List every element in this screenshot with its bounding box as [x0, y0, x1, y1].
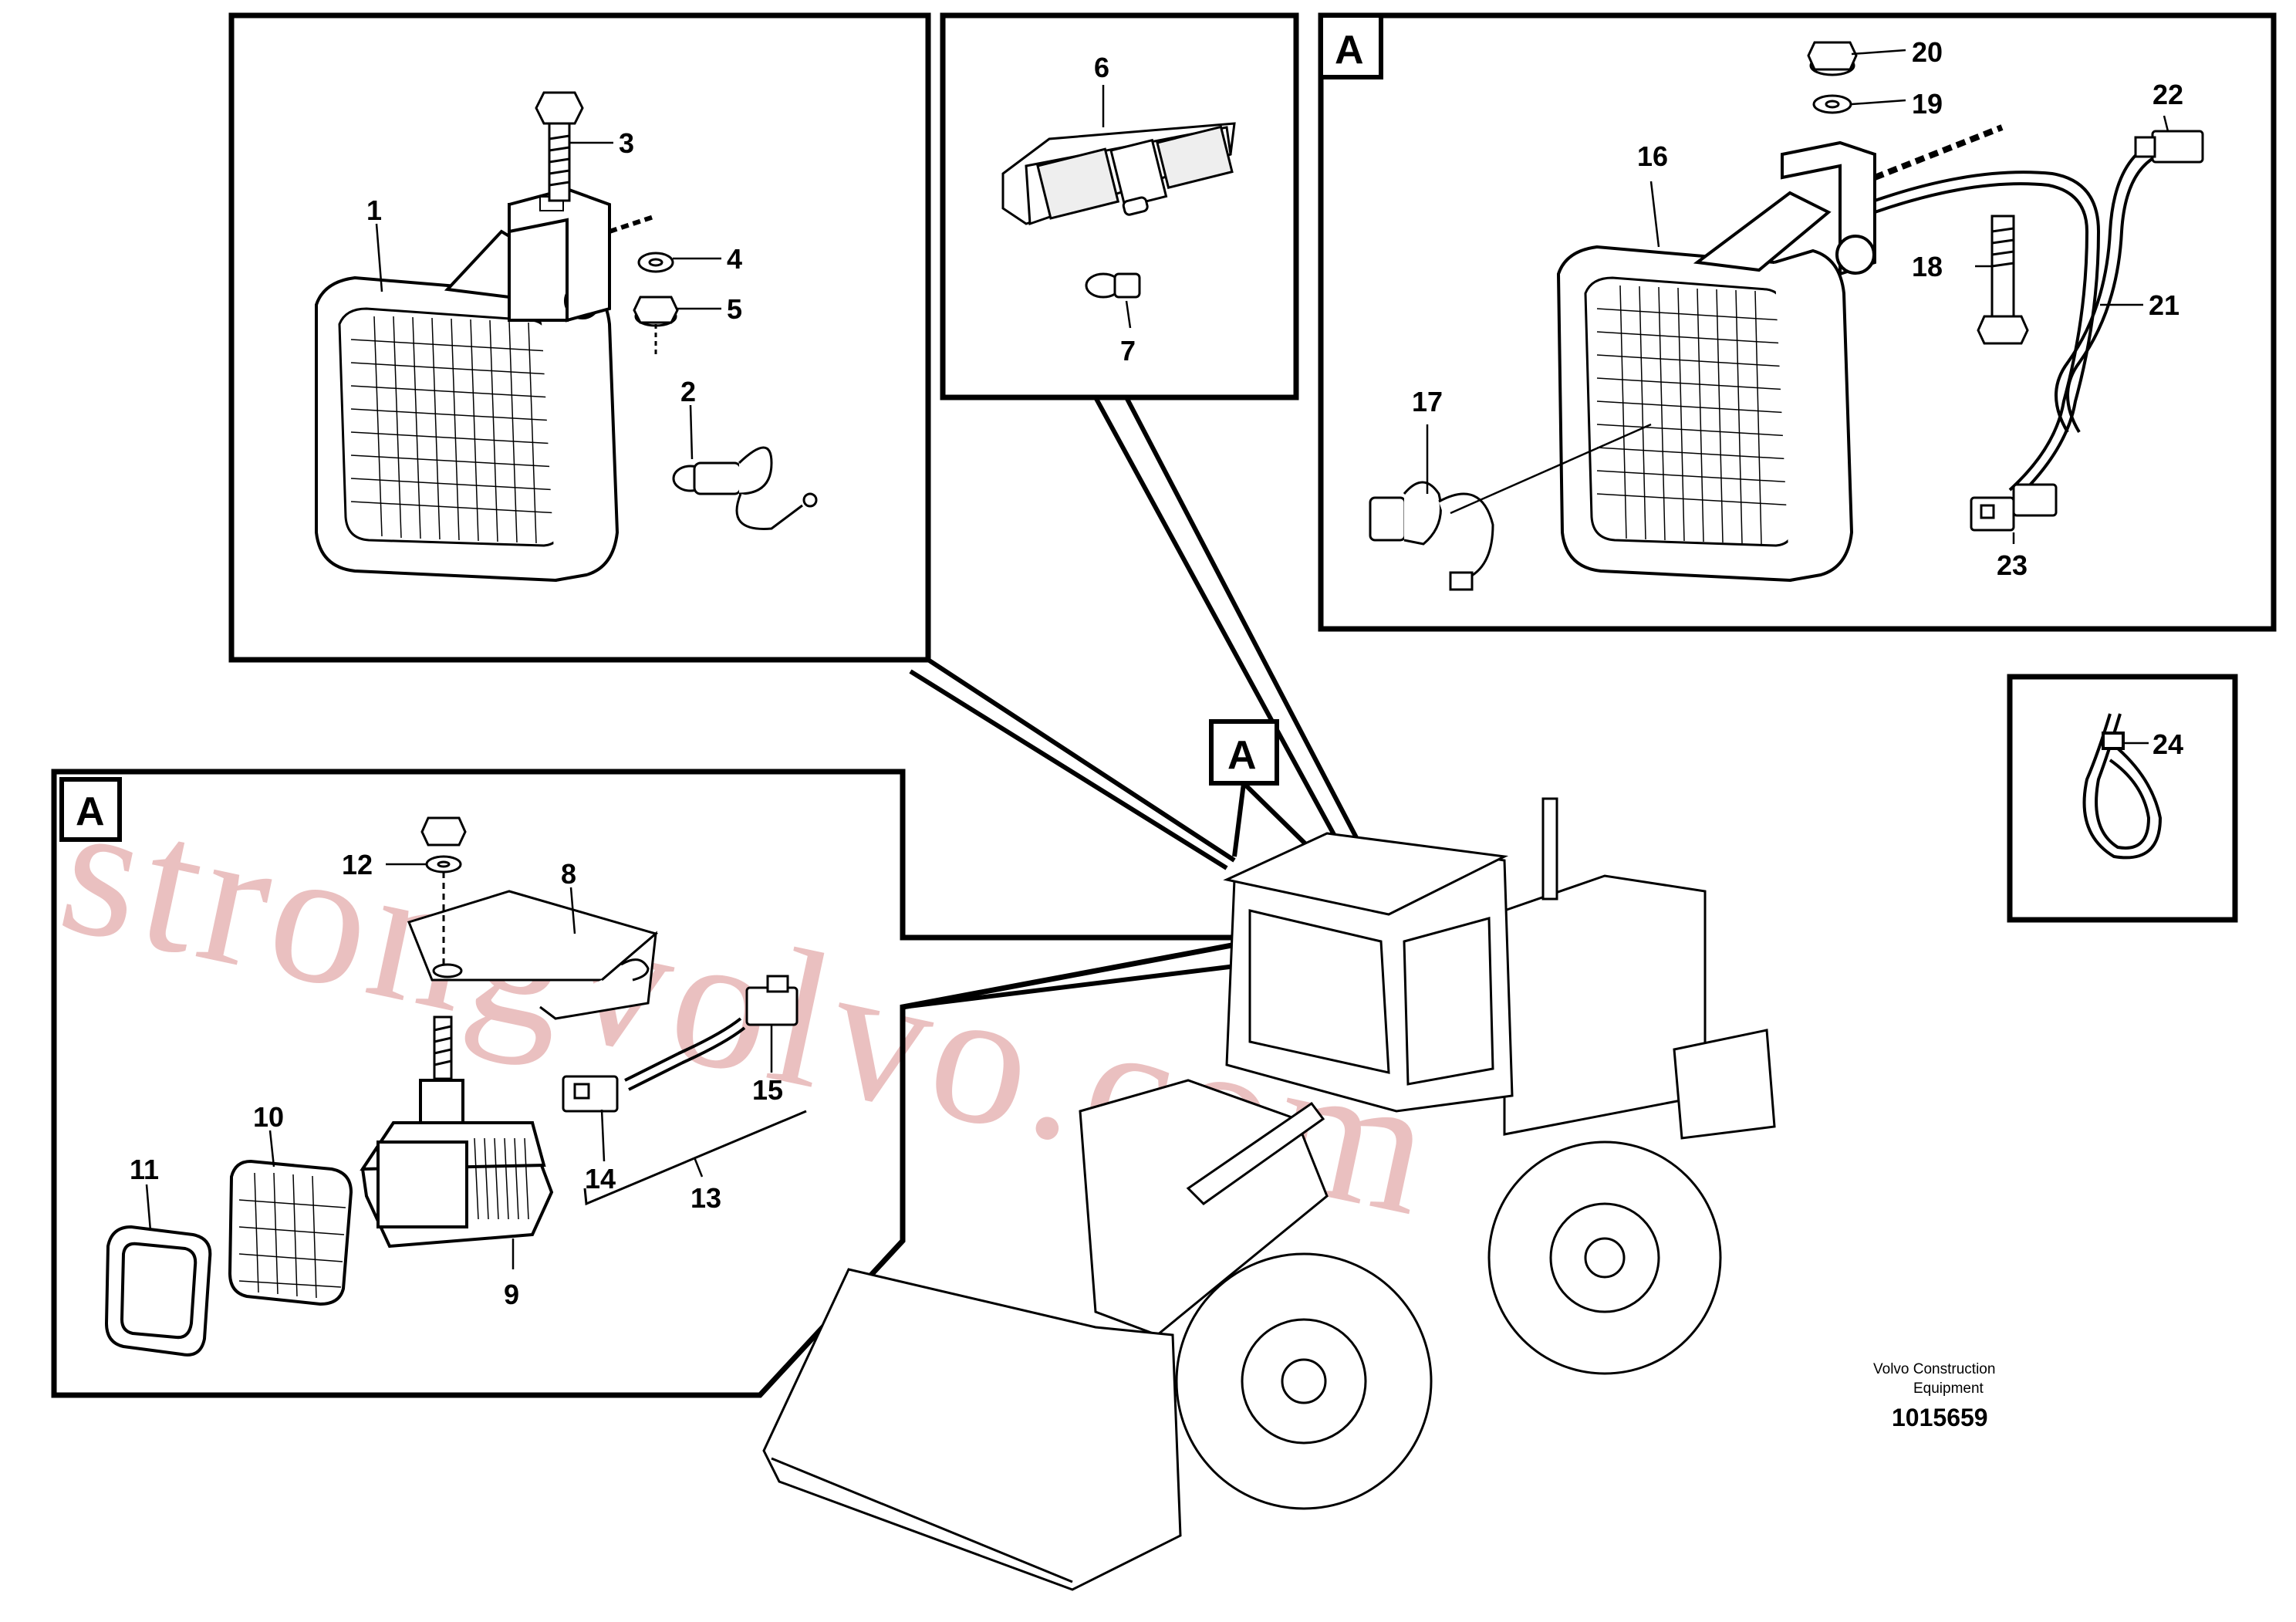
panel-interior-lamp-border: [940, 12, 1299, 400]
rear-a-label-box: [59, 777, 122, 842]
callout-14: 14: [585, 1163, 616, 1195]
harness-bracket-13: [583, 1110, 807, 1206]
washer-19: [1812, 94, 1852, 114]
callout-22: 22: [2152, 79, 2183, 110]
cable-harness-13: [624, 1017, 746, 1091]
leaders-panel-1: [375, 141, 721, 460]
callout-24: 24: [2152, 728, 2183, 760]
panel-view-a-border: [1318, 12, 2277, 632]
panel-rear-light: A: [51, 769, 1274, 1398]
machine-a-label: A: [1227, 733, 1257, 778]
stud-bolt: [433, 1015, 453, 1080]
bolt-3: [535, 91, 584, 202]
front-wheel: [1175, 1252, 1433, 1510]
callout-23: 23: [1997, 549, 2028, 581]
exhaust-pipe: [1541, 797, 1558, 901]
interior-lamp-6: [1001, 122, 1236, 226]
rear-a-label: A: [76, 789, 105, 834]
bucket: [762, 1268, 1182, 1591]
callout-17: 17: [1412, 386, 1443, 417]
view-a-label-box: [1319, 13, 1383, 79]
bracket-8: [407, 890, 659, 1020]
footer: Volvo Construction Equipment 1015659: [1873, 1361, 1995, 1431]
flange-nut-20: [1807, 41, 1858, 76]
wheel-loader: A: [762, 719, 1776, 1591]
panel-view-a: A: [1318, 12, 2277, 632]
connector-23: [1970, 483, 2058, 532]
callout-6: 6: [1094, 52, 1109, 83]
rear-counterweight: [1673, 1029, 1776, 1140]
panel-cable-tie: 24: [2007, 674, 2238, 923]
work-light-lamp: [315, 187, 620, 583]
panel-interior-lamp: 6 7: [940, 12, 1299, 400]
callout-5: 5: [727, 293, 742, 325]
connector-22: [2134, 130, 2204, 164]
leaders-panel-5: [145, 863, 773, 1269]
cab-roof: [1223, 832, 1509, 916]
view-a-alignment-dashed: [1873, 124, 2004, 181]
company-line-1: Volvo Construction: [1873, 1361, 1995, 1377]
cable-21: [1874, 141, 2161, 495]
cab-door: [1403, 917, 1494, 1086]
panel-work-light: 1 2 3 4 5: [228, 12, 931, 663]
bucket-edge: [771, 1457, 1073, 1583]
rear-wheel: [1487, 1140, 1722, 1375]
connector-14: [562, 1075, 619, 1113]
callout-18: 18: [1912, 251, 1943, 282]
callout-10: 10: [253, 1101, 284, 1133]
callout-15: 15: [752, 1074, 783, 1106]
bolt-18: [1977, 215, 2029, 345]
seal-frame-11: [104, 1225, 212, 1357]
callout-12: 12: [342, 849, 373, 880]
work-light-grid: [350, 316, 561, 544]
mount-bracket: [508, 187, 611, 323]
callout-2: 2: [680, 376, 696, 407]
cab-window: [1248, 909, 1390, 1074]
company-line-2: Equipment: [1913, 1380, 1984, 1397]
callout-20: 20: [1912, 36, 1943, 68]
nut-12: [420, 816, 467, 874]
callout-3: 3: [619, 127, 634, 159]
leaders-panel-2: [1102, 85, 1132, 329]
callout-19: 19: [1912, 88, 1943, 120]
view-a-light-grid: [1596, 285, 1797, 545]
engine-hood: [1503, 874, 1707, 1136]
cable-tie-24: [2082, 713, 2163, 860]
callout-7: 7: [1120, 335, 1136, 367]
washer-4: [637, 252, 674, 273]
callout-8: 8: [561, 858, 576, 890]
panel-work-light-border: [228, 12, 931, 663]
view-a-work-light: [1556, 140, 1876, 583]
alignment-dashed-line: [609, 214, 657, 234]
callout-1: 1: [366, 194, 382, 226]
view-a-label: A: [1335, 28, 1364, 73]
lens-10: [228, 1159, 353, 1306]
callout-9: 9: [504, 1279, 519, 1310]
callout-21: 21: [2149, 289, 2180, 321]
bulb-7: [1085, 272, 1141, 299]
housing-9: [360, 1079, 554, 1249]
bulb-17: [1369, 481, 1494, 591]
flange-nut-5: [633, 296, 679, 355]
leaders-panel-3: [1426, 49, 2169, 544]
bulb-2: [672, 446, 818, 530]
callout-13: 13: [690, 1182, 721, 1214]
callout-11: 11: [130, 1154, 159, 1185]
drawing-number: 1015659: [1892, 1404, 1988, 1431]
panel-cable-tie-border: [2007, 674, 2238, 923]
callout-16: 16: [1637, 140, 1668, 172]
callout-4: 4: [727, 243, 742, 275]
lift-cylinder: [1186, 1101, 1325, 1205]
